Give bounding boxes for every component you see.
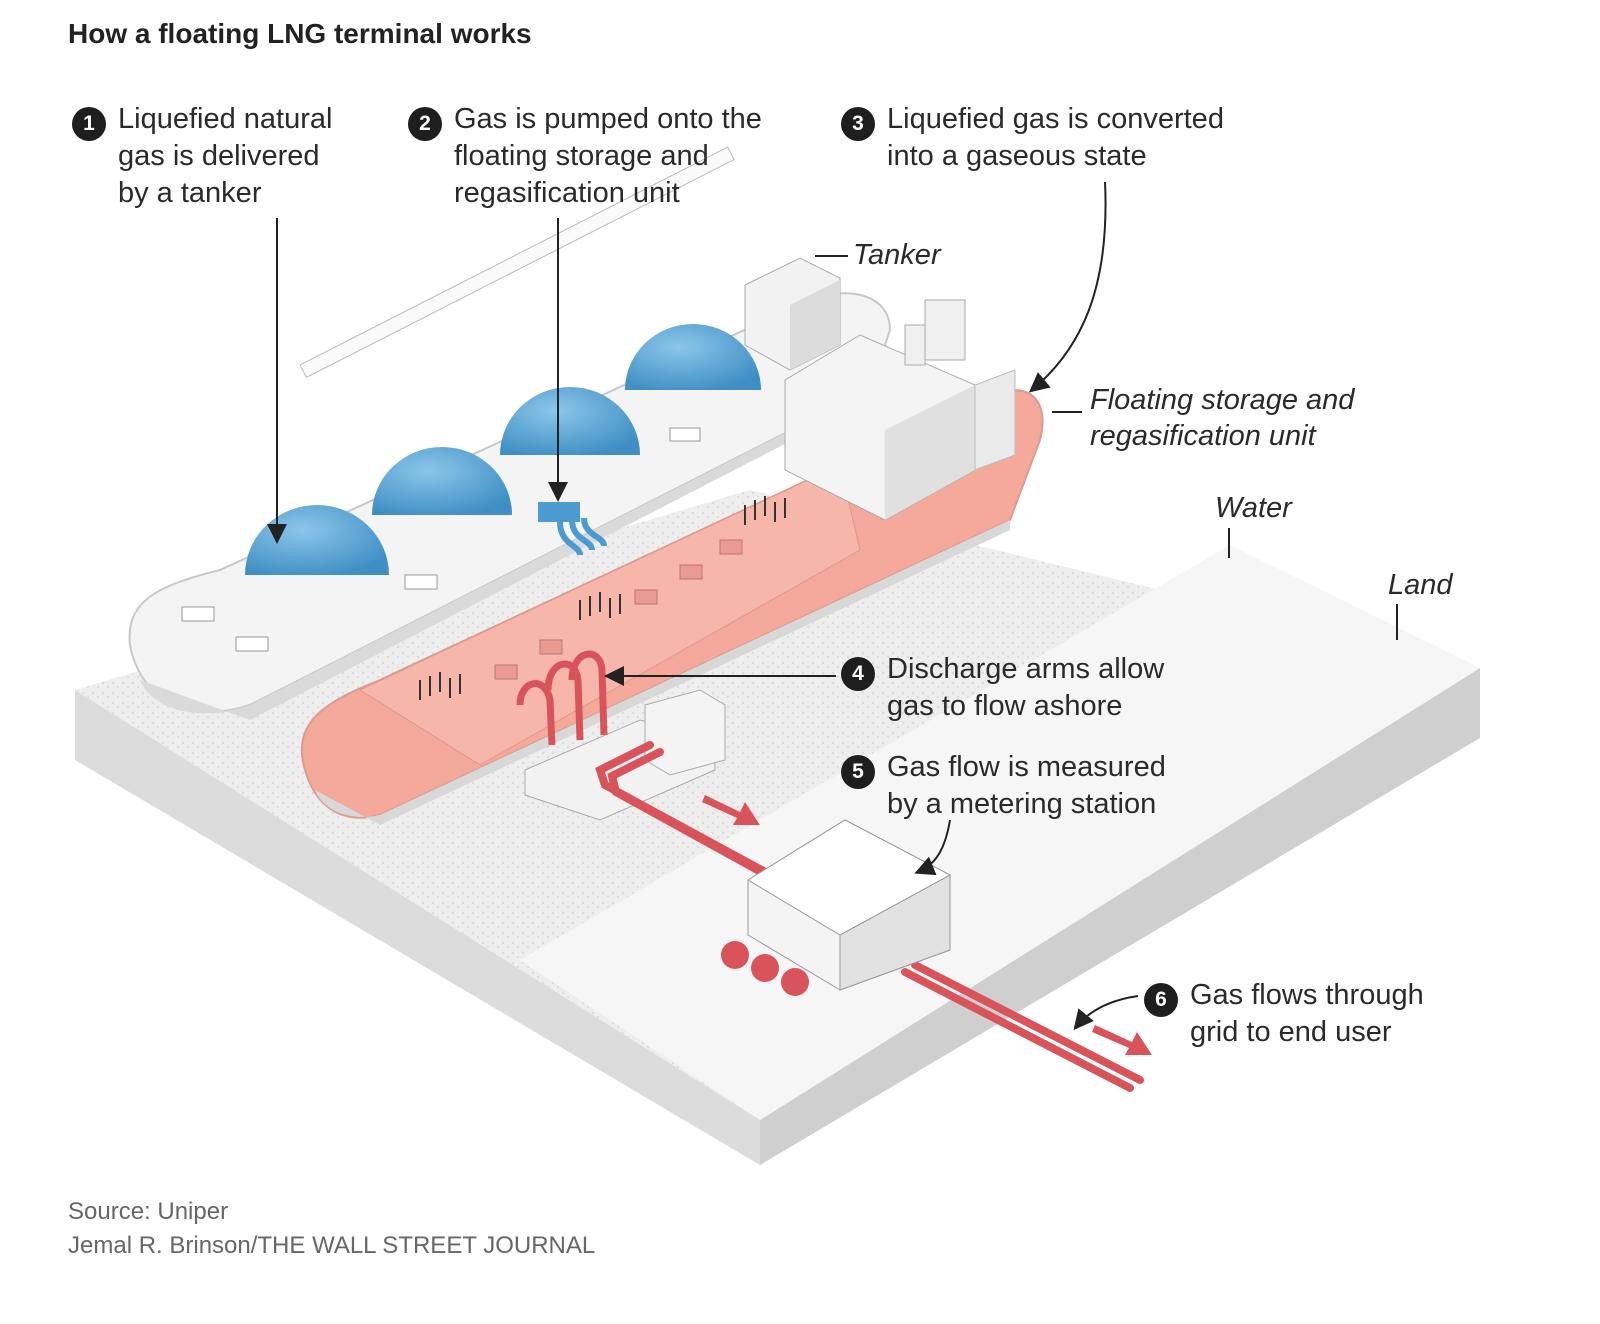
land-label: Land [1388, 569, 1453, 601]
pipeline [595, 741, 1144, 1092]
step-text: Gas flow is measured by a metering stati… [887, 751, 1166, 820]
step-text: Discharge arms allow gas to flow ashore [887, 653, 1165, 722]
step-text: Gas flows through grid to end user [1190, 979, 1424, 1048]
flow-arrow [702, 795, 1152, 1055]
step-number-badge: 3 [841, 107, 875, 141]
step-4: 4 Discharge arms allow gas to flow ashor… [841, 651, 1164, 725]
step-3: 3 Liquefied gas is converted into a gase… [841, 101, 1224, 175]
tanker-label: Tanker [853, 239, 941, 271]
diagram-title: How a floating LNG terminal works [68, 18, 532, 49]
water-label: Water [1215, 492, 1292, 524]
metering-station [721, 819, 952, 996]
source-note: Source: Uniper [68, 1198, 229, 1225]
step-text: Gas is pumped onto the floating storage … [454, 103, 762, 209]
step-text: Liquefied natural gas is delivered by a … [118, 103, 333, 209]
step-6: 6 Gas flows through grid to end user [1144, 977, 1424, 1051]
step-number-badge: 1 [72, 107, 106, 141]
tanker-ship [128, 146, 892, 720]
step-2: 2 Gas is pumped onto the floating storag… [408, 101, 762, 212]
step-number-badge: 5 [841, 755, 875, 789]
step-number-badge: 6 [1144, 983, 1178, 1017]
fsru-ship [300, 299, 1044, 825]
step-text: Liquefied gas is converted into a gaseou… [887, 103, 1224, 172]
step-number-badge: 2 [408, 107, 442, 141]
fsru-label: Floating storage and regasification unit [1090, 384, 1355, 452]
step-1: 1 Liquefied natural gas is delivered by … [72, 101, 332, 212]
credit-line: Jemal R. Brinson/THE WALL STREET JOURNAL [68, 1232, 596, 1259]
step-number-badge: 4 [841, 657, 875, 691]
step-5: 5 Gas flow is measured by a metering sta… [841, 749, 1166, 823]
leader-lines [267, 181, 1398, 1031]
